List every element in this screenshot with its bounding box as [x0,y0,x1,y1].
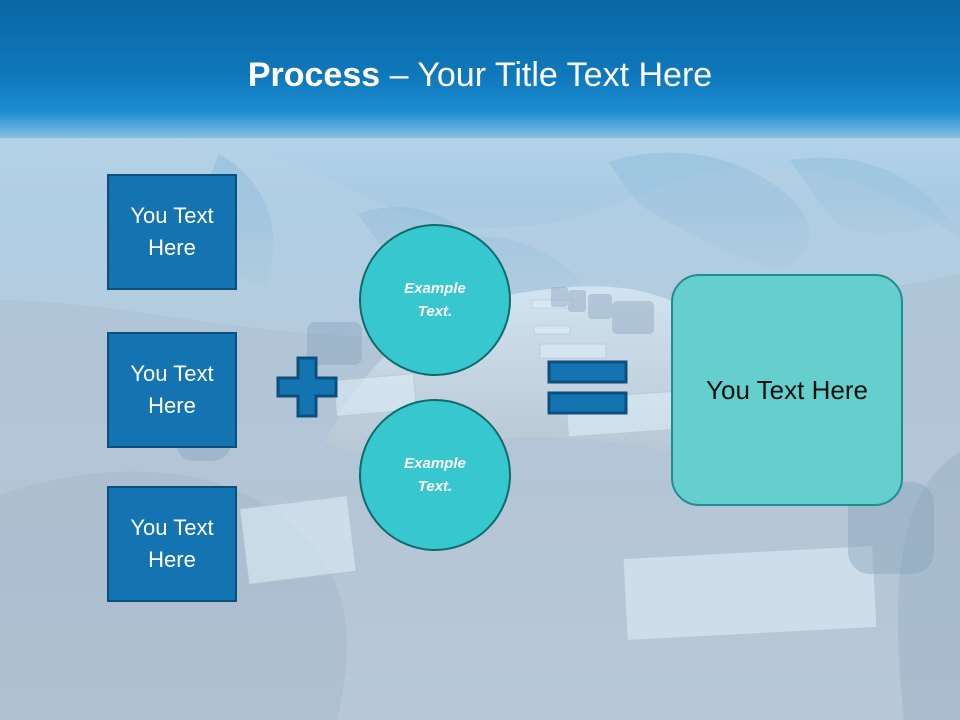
example-circle-2: Example Text. [359,399,511,551]
title-strong: Process [247,56,381,94]
title-rest: – Your Title Text Here [380,56,713,94]
step-box-2: You Text Here [107,332,237,448]
title-bar: Process – Your Title Text Here [0,0,960,138]
result-box: You Text Here [671,274,903,506]
step-box-1: You Text Here [107,174,237,290]
example-circle-1: Example Text. [359,224,511,376]
plus-icon [276,356,338,418]
equals-icon [547,360,628,415]
page-title: Process – Your Title Text Here [0,50,960,100]
step-box-3: You Text Here [107,486,237,602]
